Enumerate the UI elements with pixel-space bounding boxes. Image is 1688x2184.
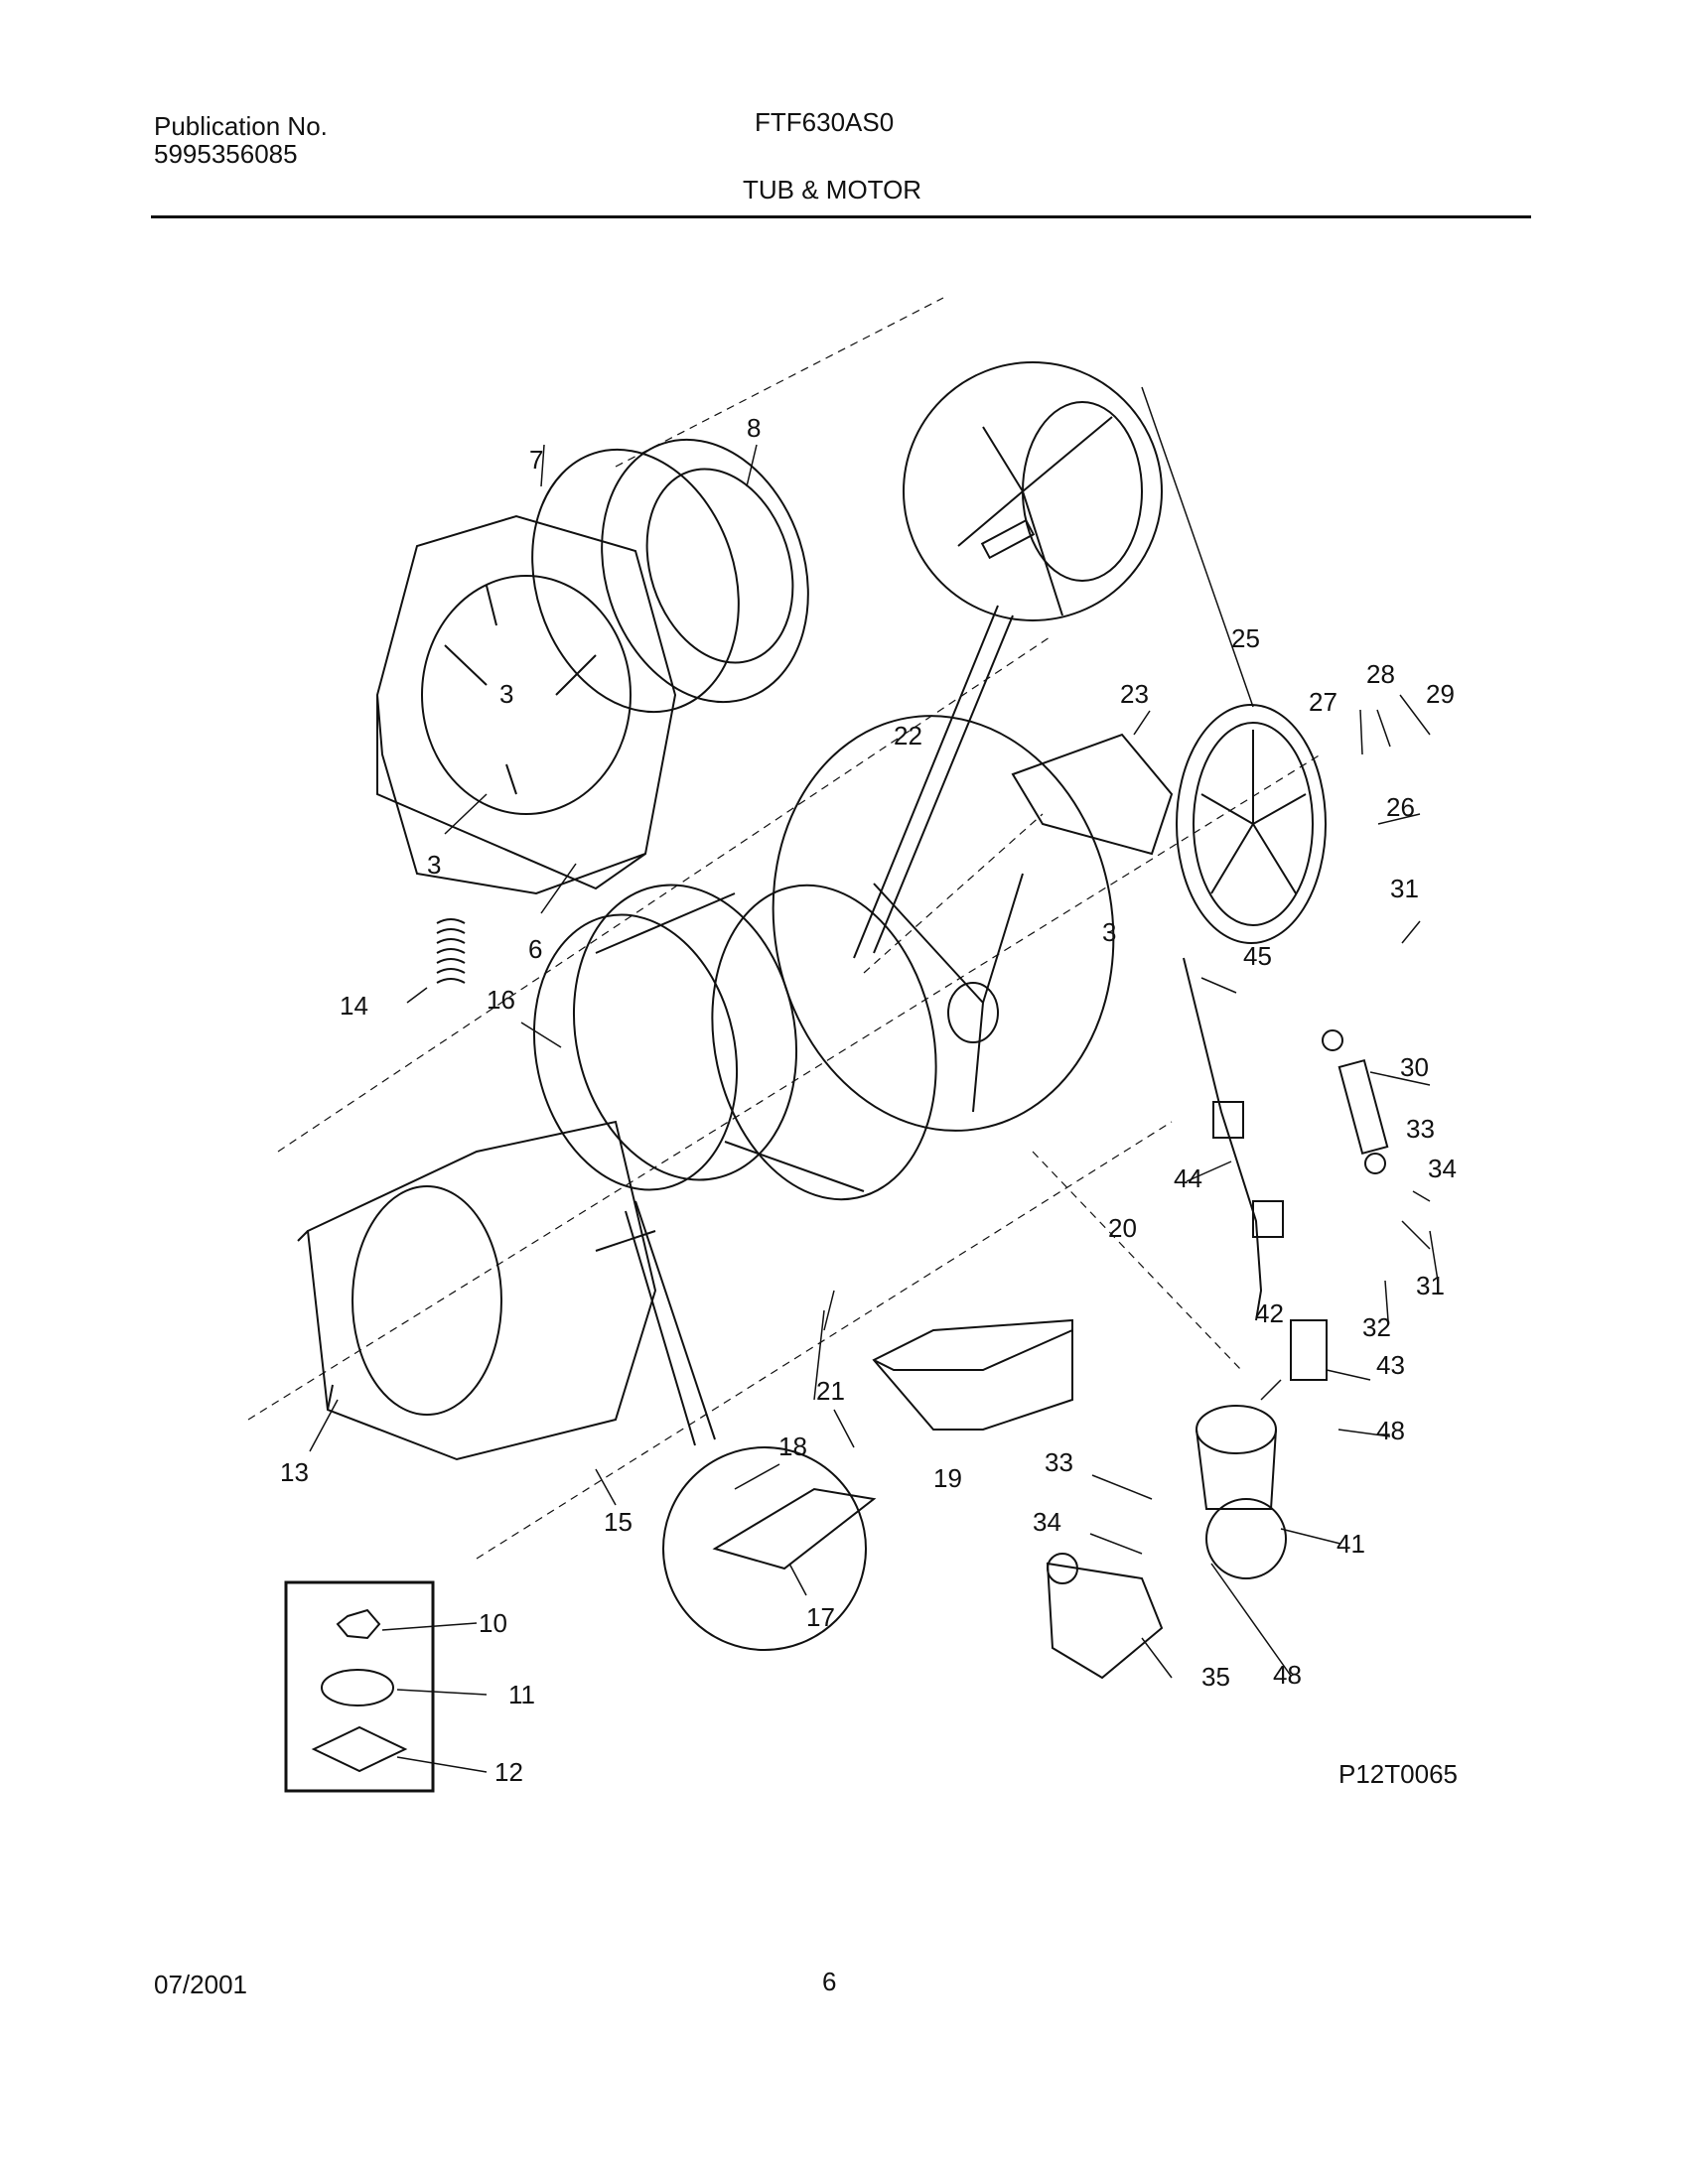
drum-front-ring <box>532 913 739 1191</box>
drain-pump-housing <box>1196 1405 1287 1579</box>
callout-6: 6 <box>528 934 542 964</box>
callout-14: 14 <box>340 991 368 1021</box>
publication-label: Publication No. <box>154 111 328 141</box>
callout-34: 34 <box>1428 1154 1457 1183</box>
callout-44: 44 <box>1174 1163 1202 1193</box>
callout-48: 48 <box>1273 1660 1302 1690</box>
footer-date: 07/2001 <box>154 1970 247 1999</box>
callout-11: 11 <box>508 1680 535 1709</box>
callout-31: 31 <box>1390 874 1419 903</box>
harness-filter-2 <box>1252 1200 1284 1238</box>
callout-41: 41 <box>1336 1529 1365 1559</box>
callout-21: 21 <box>816 1376 845 1406</box>
shock-absorber <box>1322 1029 1389 1174</box>
callout-48: 48 <box>1376 1416 1405 1445</box>
callout-33: 33 <box>1045 1447 1073 1477</box>
door-bellows <box>601 438 809 704</box>
drive-pulley <box>1176 704 1327 944</box>
mounting-plate <box>311 1725 408 1773</box>
wire-harness <box>1183 957 1263 1321</box>
rear-tub <box>772 715 1115 1132</box>
model-number: FTF630AS0 <box>755 107 895 137</box>
publication-number: 5995356085 <box>154 139 298 169</box>
bearing-detail-magnified <box>853 361 1163 959</box>
callout-leaders <box>309 386 1439 1773</box>
callout-35: 35 <box>1201 1662 1230 1692</box>
page-number: 6 <box>822 1967 837 1996</box>
callout-42: 42 <box>1255 1298 1284 1328</box>
callout-20: 20 <box>1108 1213 1137 1243</box>
drain-filter <box>1290 1319 1328 1381</box>
harness-filter-1 <box>1212 1101 1244 1139</box>
callout-32: 32 <box>1362 1312 1391 1342</box>
lifter-detail-magnified <box>625 1200 877 1651</box>
front-tub-outer <box>297 1120 657 1461</box>
callout-45: 45 <box>1243 941 1272 971</box>
rear-counterweight <box>1011 733 1174 856</box>
figure-code: P12T0065 <box>1338 1759 1458 1789</box>
callout-31: 31 <box>1416 1271 1445 1300</box>
callout-17: 17 <box>806 1602 835 1632</box>
callout-28: 28 <box>1366 659 1395 689</box>
callout-3: 3 <box>427 850 441 880</box>
drain-pump <box>1046 1553 1164 1680</box>
callout-19: 19 <box>933 1463 962 1493</box>
callout-3: 3 <box>499 679 513 709</box>
section-title: TUB & MOTOR <box>743 175 922 205</box>
lock-nut <box>336 1608 381 1640</box>
callout-30: 30 <box>1400 1052 1429 1082</box>
front-tub-half <box>375 514 677 895</box>
washer <box>321 1669 394 1706</box>
callout-7: 7 <box>529 445 543 475</box>
callout-29: 29 <box>1426 679 1455 709</box>
callout-15: 15 <box>604 1507 633 1537</box>
callout-8: 8 <box>747 413 761 443</box>
callout-23: 23 <box>1120 679 1149 709</box>
callout-34: 34 <box>1033 1507 1061 1537</box>
drive-motor <box>872 1318 1073 1431</box>
hardware-inset-box <box>284 1580 435 1793</box>
callout-10: 10 <box>479 1608 507 1638</box>
callout-labels: 3 3 3 6 7 8 10 11 12 13 14 15 16 17 18 1… <box>280 413 1457 1787</box>
inner-drum <box>572 884 937 1201</box>
callout-26: 26 <box>1386 792 1415 822</box>
callout-18: 18 <box>778 1432 807 1461</box>
tub-gasket-ring <box>531 448 740 714</box>
alignment-axes <box>247 297 1322 1560</box>
callout-16: 16 <box>487 985 515 1015</box>
header-rule <box>151 215 1531 218</box>
callout-12: 12 <box>494 1757 523 1787</box>
suspension-spring <box>436 918 466 984</box>
callout-13: 13 <box>280 1457 309 1487</box>
callout-25: 25 <box>1231 623 1260 653</box>
callout-43: 43 <box>1376 1350 1405 1380</box>
callout-27: 27 <box>1309 687 1337 717</box>
callout-33: 33 <box>1406 1114 1435 1144</box>
callout-22: 22 <box>894 721 922 751</box>
callout-3: 3 <box>1102 917 1116 947</box>
